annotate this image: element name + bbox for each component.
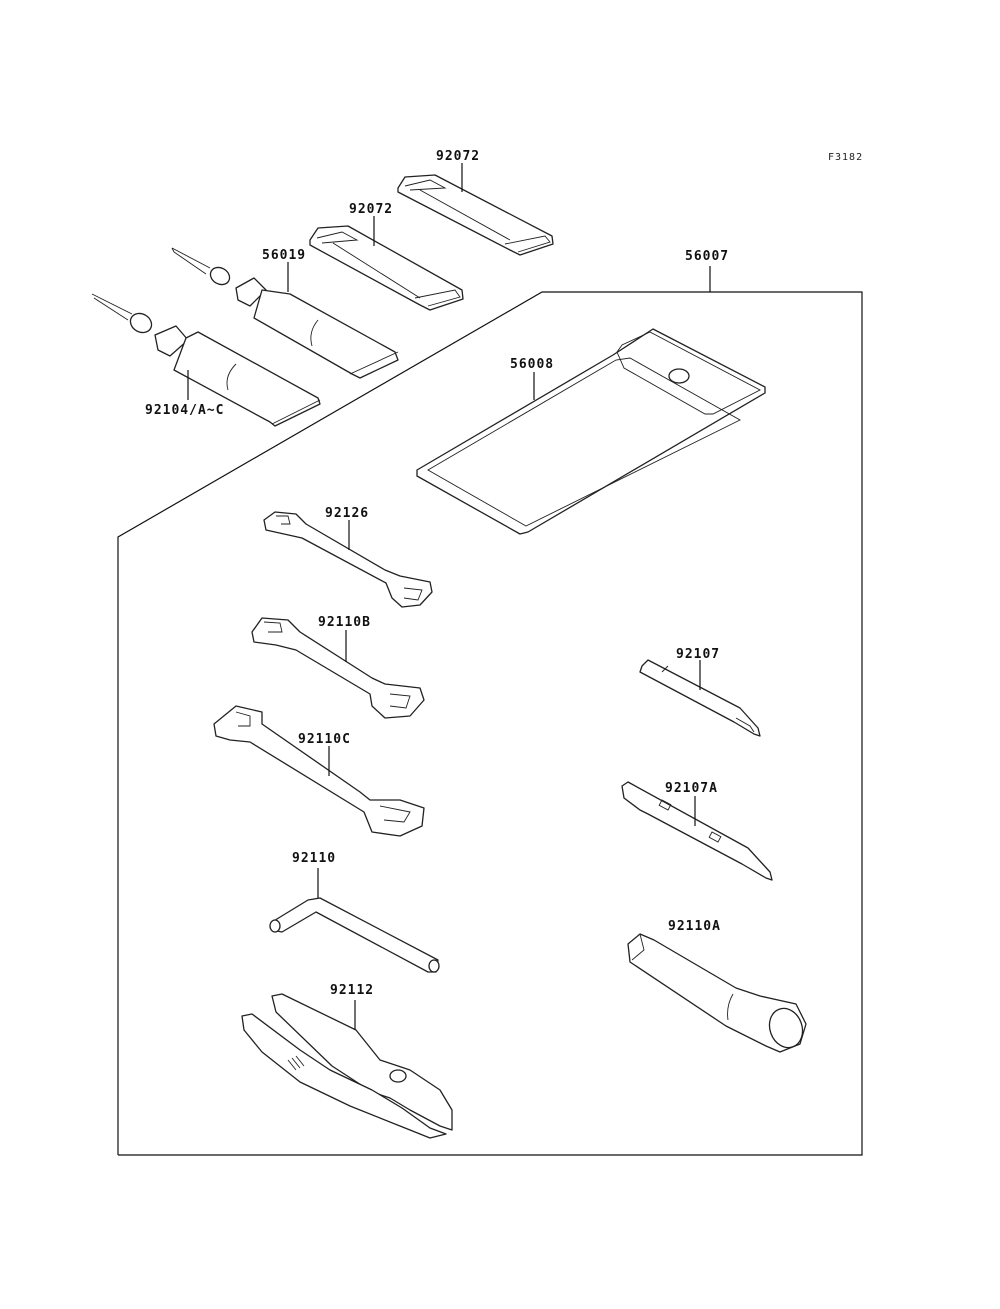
label-56007: 56007	[685, 249, 729, 264]
figure-id: F3182	[828, 152, 863, 163]
label-strap-2: 92072	[349, 202, 393, 217]
screwdriver-bit[interactable]	[639, 659, 761, 737]
spark-plug-wrench[interactable]	[627, 933, 808, 1053]
wrench-2[interactable]	[251, 617, 425, 719]
label-56019: 56019	[262, 248, 306, 263]
wrench-1[interactable]	[263, 511, 433, 608]
grease-tube[interactable]	[91, 293, 321, 427]
wrench-3[interactable]	[213, 705, 425, 837]
grease-tube-small[interactable]	[171, 247, 399, 379]
hex-key[interactable]	[269, 897, 440, 973]
assembly-boundary	[117, 266, 863, 1156]
label-92110a: 92110A	[668, 919, 721, 934]
label-92107a: 92107A	[665, 781, 718, 796]
label-92126: 92126	[325, 506, 369, 521]
screwdriver-bit-a[interactable]	[621, 781, 773, 881]
label-strap-1: 92072	[436, 149, 480, 164]
label-92110c: 92110C	[298, 732, 351, 747]
strap-2[interactable]	[309, 225, 464, 311]
label-92104: 92104/A~C	[145, 403, 224, 418]
label-92110: 92110	[292, 851, 336, 866]
pliers[interactable]	[241, 993, 453, 1139]
strap-1[interactable]	[397, 174, 554, 256]
label-92107: 92107	[676, 647, 720, 662]
label-92112: 92112	[330, 983, 374, 998]
label-92110b: 92110B	[318, 615, 371, 630]
label-56008: 56008	[510, 357, 554, 372]
tool-bag[interactable]	[416, 328, 766, 535]
